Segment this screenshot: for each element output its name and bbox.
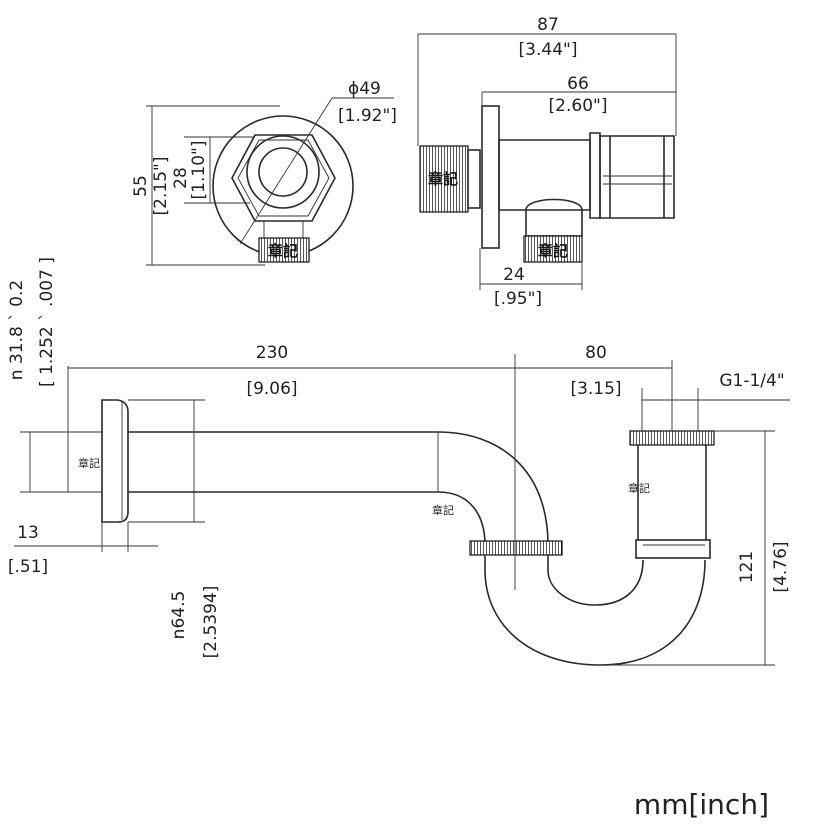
hex-nut-inner [237,139,330,217]
hex-size-inch: [1.10"] [189,141,209,200]
wall-flange [101,399,129,523]
side-overall-label: 87 [537,15,559,35]
trap-offset-label: 80 [585,343,607,363]
trap-depth-inch: [4.76] [771,541,791,592]
trap-view: 章記 章記 章記 230 [9.06] 80 [3.15] [7,257,791,666]
front-height-inch: [2.15"] [151,157,171,216]
pipe-dia-label: n 31.8 ` 0.2 [7,280,27,380]
trap-length-inch: [9.06] [246,379,297,399]
front-outlet-thread [258,237,310,263]
trap-depth-label: 121 [737,551,757,583]
side-outlet-thread [523,235,583,263]
flange-dia-label: n64.5 [169,591,189,640]
side-flange [481,105,500,249]
bore-outer [246,135,320,209]
side-outlet-inch: [.95"] [494,289,542,309]
upper-bend-outer [437,431,549,546]
valve-nut [599,135,675,219]
watermark-front: 章記 [268,242,298,260]
diameter-leader [239,97,333,245]
flange-dia-inch: [2.5394] [201,586,221,659]
hex-size-label: 28 [171,167,191,189]
bore-inner [258,147,308,197]
upper-bend-inner [437,491,486,546]
trap-length-label: 230 [256,343,288,363]
side-body-label: 66 [567,74,589,94]
side-outlet-body [525,198,583,237]
flange-thickness-label: 13 [17,523,39,543]
watermark-side-inlet: 章記 [428,170,458,188]
trap-ring-left [469,540,563,556]
front-diameter-label: ϕ49 [348,79,381,99]
u-bend-inner [547,555,644,606]
watermark-trap-mid: 章記 [432,503,454,517]
watermark-trap-left: 章記 [78,456,100,470]
u-bend-outer [484,555,706,666]
flange-thickness-inch: [.51] [8,557,48,577]
side-view: 章記 章記 87 [3.44"] 66 [2.60"] 24 [.95"] [417,15,677,309]
side-overall-inch: [3.44"] [519,40,578,60]
trap-offset-inch: [3.15] [570,379,621,399]
units-label: mm[inch] [633,788,769,821]
right-coupler [635,539,711,559]
side-outlet-label: 24 [503,265,525,285]
front-view: 章記 ϕ49 [1.92"] 55 [2.15"] 28 [1.10"] [131,79,397,266]
watermark-trap-right: 章記 [628,481,650,495]
front-height-label: 55 [131,175,151,197]
thread-label: G1-1/4" [719,371,784,391]
pipe-dia-inch: [ 1.252 ` .007 ] [37,257,57,387]
trap-ring-right [629,430,715,446]
side-body-inch: [2.60"] [549,96,608,116]
hex-nut [231,134,336,222]
watermark-side-outlet: 章記 [538,242,568,260]
front-diameter-inch: [1.92"] [338,106,397,126]
